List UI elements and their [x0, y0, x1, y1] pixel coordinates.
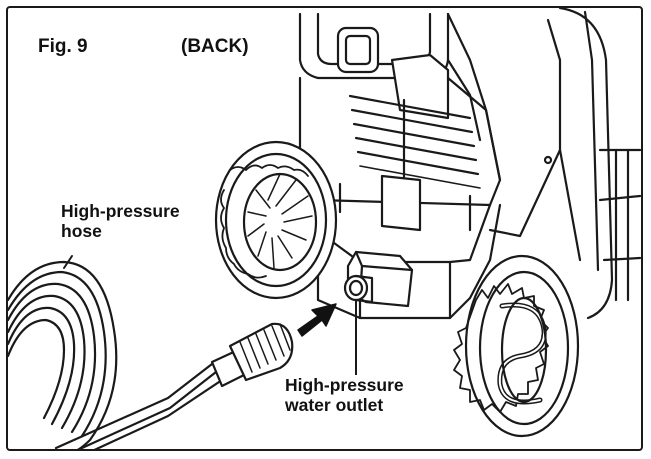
hose-coupling-nut [210, 322, 294, 388]
callout-outlet-line-2: water outlet [285, 394, 384, 415]
callout-high-pressure-water-outlet: High-pressure water outlet [282, 375, 407, 417]
callout-outlet-line-1: High-pressure [285, 375, 404, 395]
callout-hose-line-1: High-pressure [61, 201, 180, 221]
washer-body [278, 8, 641, 320]
left-wheel [214, 140, 338, 300]
callout-hose-line-2: hose [61, 220, 102, 241]
figure-number-label: Fig. 9 [38, 36, 88, 57]
insert-direction-arrow [297, 303, 337, 337]
vent-slots [348, 94, 481, 189]
hose-coil [8, 260, 118, 449]
callout-high-pressure-hose: High-pressure hose [58, 201, 183, 243]
right-wheel [453, 254, 580, 438]
high-pressure-hose-line [54, 362, 224, 449]
view-direction-label: (BACK) [181, 36, 249, 57]
hose-leader-line [63, 255, 73, 269]
